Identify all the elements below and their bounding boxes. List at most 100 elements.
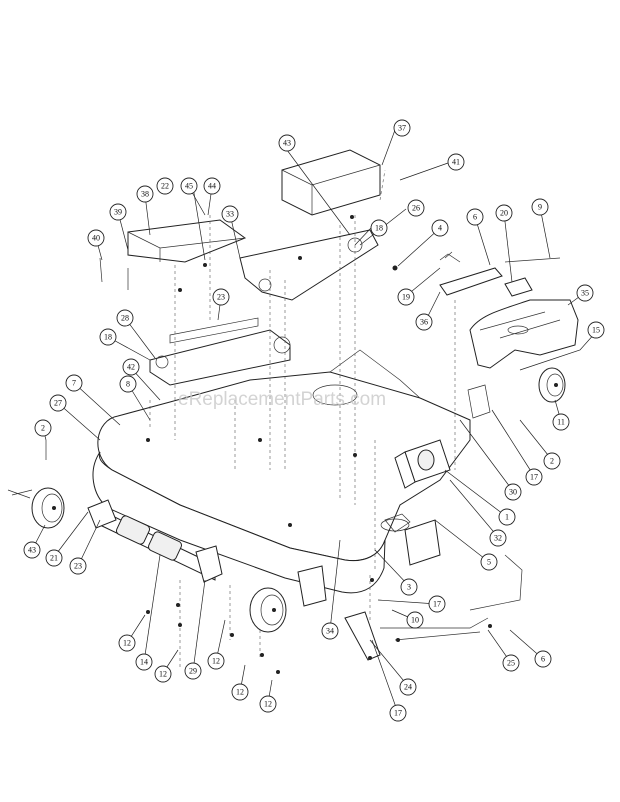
callout-6-top[interactable]: 6 bbox=[466, 208, 484, 226]
svg-text:14: 14 bbox=[140, 658, 148, 667]
callout-23-left[interactable]: 23 bbox=[69, 557, 87, 575]
callout-35[interactable]: 35 bbox=[576, 284, 594, 302]
callout-25[interactable]: 25 bbox=[502, 654, 520, 672]
callout-33[interactable]: 33 bbox=[221, 205, 239, 223]
callout-17-bottom[interactable]: 17 bbox=[389, 704, 407, 722]
svg-text:19: 19 bbox=[402, 293, 410, 302]
svg-text:12: 12 bbox=[264, 700, 272, 709]
callout-17-right[interactable]: 17 bbox=[525, 468, 543, 486]
idler-bracket-26 bbox=[239, 229, 379, 301]
svg-text:23: 23 bbox=[74, 562, 82, 571]
svg-text:7: 7 bbox=[72, 379, 76, 388]
svg-text:40: 40 bbox=[92, 234, 100, 243]
callout-23-top[interactable]: 23 bbox=[212, 288, 230, 306]
callout-15[interactable]: 15 bbox=[587, 321, 605, 339]
svg-text:41: 41 bbox=[452, 158, 460, 167]
svg-text:12: 12 bbox=[123, 639, 131, 648]
callout-5[interactable]: 5 bbox=[480, 553, 498, 571]
svg-text:8: 8 bbox=[126, 380, 130, 389]
callout-30[interactable]: 30 bbox=[504, 483, 522, 501]
callout-2-right[interactable]: 2 bbox=[543, 452, 561, 470]
callout-12-a[interactable]: 12 bbox=[118, 634, 136, 652]
callout-11[interactable]: 11 bbox=[552, 413, 570, 431]
callout-19[interactable]: 19 bbox=[397, 288, 415, 306]
callout-7[interactable]: 7 bbox=[65, 374, 83, 392]
svg-text:2: 2 bbox=[41, 424, 45, 433]
callout-27[interactable]: 27 bbox=[49, 394, 67, 412]
callout-12-c[interactable]: 12 bbox=[207, 652, 225, 670]
callout-3[interactable]: 3 bbox=[400, 578, 418, 596]
callout-43-left[interactable]: 43 bbox=[23, 541, 41, 559]
svg-text:25: 25 bbox=[507, 659, 515, 668]
callout-12-b[interactable]: 12 bbox=[154, 665, 172, 683]
discharge-chute-35 bbox=[469, 299, 579, 369]
linkage-24-25 bbox=[344, 554, 523, 661]
front-roller-assembly bbox=[87, 499, 223, 583]
callout-38[interactable]: 38 bbox=[136, 185, 154, 203]
callout-14[interactable]: 14 bbox=[135, 653, 153, 671]
callout-24[interactable]: 24 bbox=[399, 678, 417, 696]
svg-text:10: 10 bbox=[411, 616, 419, 625]
svg-text:39: 39 bbox=[114, 208, 122, 217]
svg-text:12: 12 bbox=[236, 688, 244, 697]
svg-text:35: 35 bbox=[581, 289, 589, 298]
hardware-fasteners bbox=[7, 215, 492, 674]
callout-29[interactable]: 29 bbox=[184, 662, 202, 680]
callout-32[interactable]: 32 bbox=[489, 529, 507, 547]
callout-45[interactable]: 45 bbox=[180, 177, 198, 195]
callout-37[interactable]: 37 bbox=[393, 119, 411, 137]
callout-36[interactable]: 36 bbox=[415, 313, 433, 331]
svg-text:17: 17 bbox=[530, 473, 538, 482]
svg-text:45: 45 bbox=[185, 182, 193, 191]
gauge-wheel-right bbox=[538, 367, 566, 403]
spindle-30-32 bbox=[394, 439, 451, 489]
callout-17-mid[interactable]: 17 bbox=[428, 595, 446, 613]
svg-text:23: 23 bbox=[217, 293, 225, 302]
callout-40[interactable]: 40 bbox=[87, 229, 105, 247]
callout-12-d[interactable]: 12 bbox=[231, 683, 249, 701]
svg-text:24: 24 bbox=[404, 683, 412, 692]
callout-10[interactable]: 10 bbox=[406, 611, 424, 629]
callout-44[interactable]: 44 bbox=[203, 177, 221, 195]
svg-text:17: 17 bbox=[394, 709, 402, 718]
svg-text:43: 43 bbox=[28, 546, 36, 555]
callout-9[interactable]: 9 bbox=[531, 198, 549, 216]
svg-text:5: 5 bbox=[487, 558, 491, 567]
svg-text:4: 4 bbox=[438, 224, 442, 233]
svg-text:9: 9 bbox=[538, 203, 542, 212]
callout-18-mid[interactable]: 18 bbox=[99, 328, 117, 346]
svg-text:20: 20 bbox=[500, 209, 508, 218]
callout-6-bottom[interactable]: 6 bbox=[534, 650, 552, 668]
svg-text:42: 42 bbox=[127, 363, 135, 372]
callout-12-e[interactable]: 12 bbox=[259, 695, 277, 713]
svg-text:12: 12 bbox=[159, 670, 167, 679]
callout-21[interactable]: 21 bbox=[45, 549, 63, 567]
callout-4[interactable]: 4 bbox=[431, 219, 449, 237]
callout-8[interactable]: 8 bbox=[119, 375, 137, 393]
callout-2-left[interactable]: 2 bbox=[34, 419, 52, 437]
svg-text:3: 3 bbox=[407, 583, 411, 592]
belt-cover-37 bbox=[281, 149, 381, 216]
svg-text:18: 18 bbox=[375, 224, 383, 233]
callout-22[interactable]: 22 bbox=[156, 177, 174, 195]
callout-42[interactable]: 42 bbox=[122, 358, 140, 376]
svg-text:29: 29 bbox=[189, 667, 197, 676]
callout-20[interactable]: 20 bbox=[495, 204, 513, 222]
callout-34[interactable]: 34 bbox=[321, 622, 339, 640]
callout-39[interactable]: 39 bbox=[109, 203, 127, 221]
svg-text:12: 12 bbox=[212, 657, 220, 666]
svg-text:32: 32 bbox=[494, 534, 502, 543]
callout-18-top[interactable]: 18 bbox=[370, 219, 388, 237]
callout-28[interactable]: 28 bbox=[116, 309, 134, 327]
callout-1[interactable]: 1 bbox=[498, 508, 516, 526]
bracket-36-6 bbox=[439, 253, 503, 296]
shaft-9 bbox=[504, 257, 561, 263]
svg-text:27: 27 bbox=[54, 399, 62, 408]
svg-text:43: 43 bbox=[283, 139, 291, 148]
callout-26[interactable]: 26 bbox=[407, 199, 425, 217]
belt-guide-5 bbox=[404, 519, 441, 566]
svg-text:17: 17 bbox=[433, 600, 441, 609]
callout-43[interactable]: 43 bbox=[278, 134, 296, 152]
callout-41[interactable]: 41 bbox=[447, 153, 465, 171]
